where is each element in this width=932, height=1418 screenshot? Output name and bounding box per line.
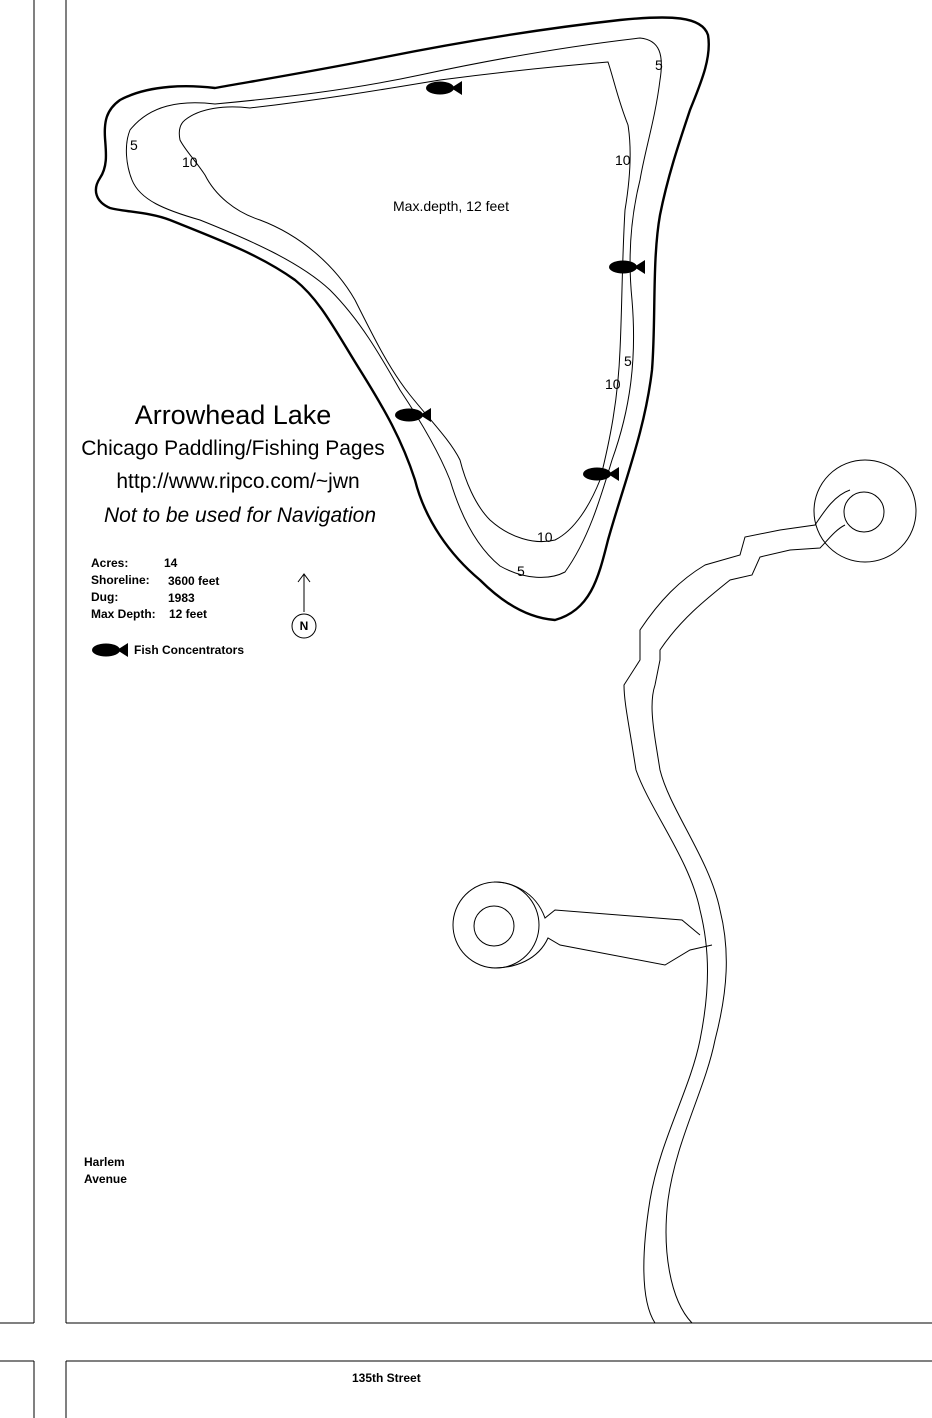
- stream-channel: [452, 459, 917, 1324]
- max-depth-note: Max.depth, 12 feet: [393, 198, 509, 214]
- depth-labels: 5 10 5 10 10 5 10 5: [130, 57, 663, 579]
- side-channel-south-bank: [493, 937, 713, 969]
- fish-icon: [426, 81, 462, 95]
- dug-value: 1983: [168, 591, 195, 605]
- fish-markers: [395, 81, 645, 481]
- depth-label: 5: [517, 563, 525, 579]
- depth-label: 10: [615, 152, 631, 168]
- lake-stats: Acres: 14 Shoreline: 3600 feet Dug: 1983…: [91, 556, 219, 621]
- shoreline-label: Shoreline:: [91, 573, 150, 587]
- acres-label: Acres:: [91, 556, 128, 570]
- depth-label: 10: [605, 376, 621, 392]
- map-subtitle: Chicago Paddling/Fishing Pages: [81, 437, 385, 460]
- fish-icon: [92, 643, 128, 657]
- depth-label: 10: [537, 529, 553, 545]
- north-label: N: [300, 619, 309, 633]
- depth-label: 5: [130, 137, 138, 153]
- depth-label: 5: [655, 57, 663, 73]
- fish-icon: [395, 408, 431, 422]
- map-title: Arrowhead Lake: [135, 400, 332, 430]
- dug-label: Dug:: [91, 590, 118, 604]
- map-url: http://www.ripco.com/~jwn: [116, 470, 359, 493]
- map-disclaimer: Not to be used for Navigation: [104, 504, 376, 527]
- north-arrow-icon: N: [291, 573, 317, 639]
- depth-label: 10: [182, 154, 198, 170]
- legend: Fish Concentrators: [92, 643, 244, 657]
- max-depth-value: 12 feet: [169, 607, 207, 621]
- side-channel-north-bank: [493, 881, 701, 936]
- contour-10ft: [178, 61, 631, 543]
- fish-icon: [609, 260, 645, 274]
- lake-shoreline: [94, 16, 710, 622]
- northeast-pond-outer: [813, 459, 917, 563]
- max-depth-label: Max Depth:: [91, 607, 156, 621]
- west-pond-inner: [473, 905, 515, 947]
- harlem-avenue-label-line1: Harlem: [84, 1155, 125, 1169]
- acres-value: 14: [164, 556, 178, 570]
- fish-icon: [583, 467, 619, 481]
- channel-east-bank: [651, 524, 846, 1324]
- northeast-pond-inner: [843, 491, 885, 533]
- street-label: 135th Street: [352, 1371, 421, 1385]
- channel-west-bank: [623, 489, 851, 1324]
- legend-label: Fish Concentrators: [134, 643, 244, 657]
- depth-label: 5: [624, 353, 632, 369]
- shoreline-value: 3600 feet: [168, 574, 219, 588]
- west-pond-outer: [452, 881, 540, 969]
- harlem-avenue-label-line2: Avenue: [84, 1172, 127, 1186]
- contour-5ft: [125, 37, 662, 578]
